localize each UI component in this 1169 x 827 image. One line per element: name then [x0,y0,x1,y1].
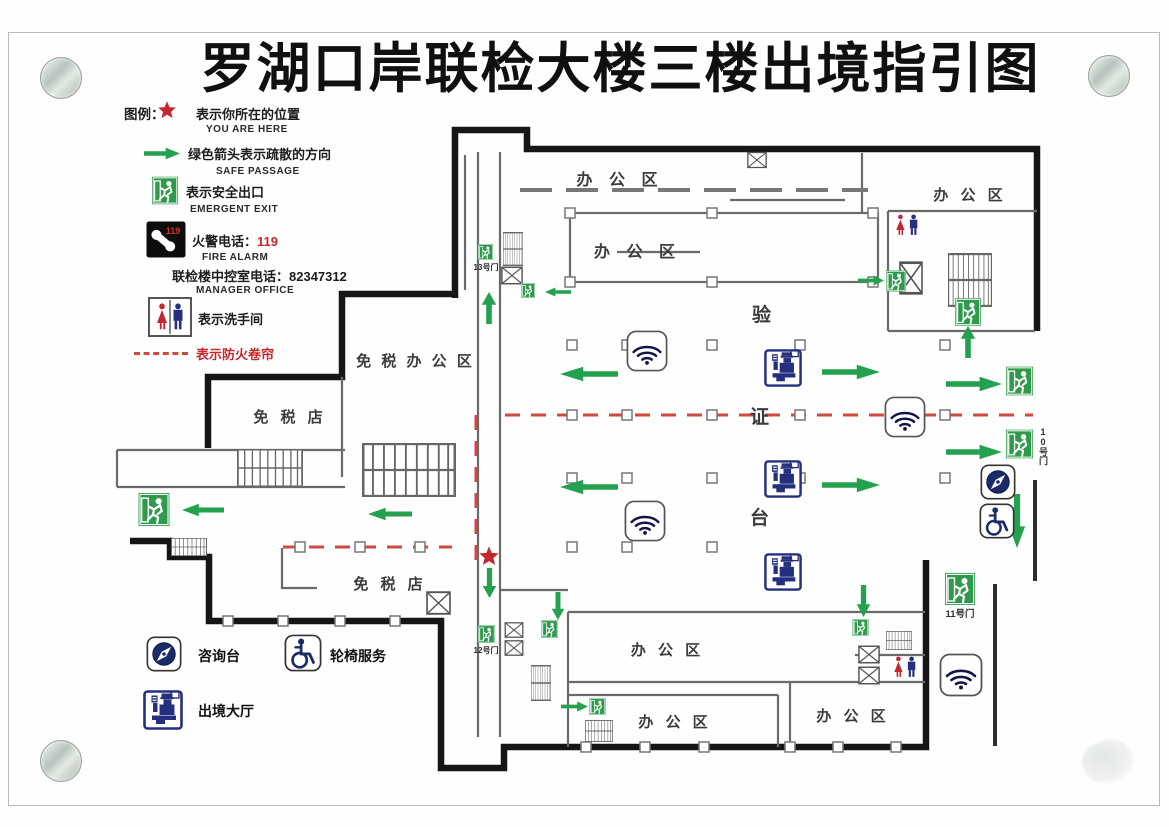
exit-sign-icon [541,620,558,638]
corner-screw-bottom-right [1082,740,1134,784]
elevator-icon [501,266,523,285]
stairs-icon [237,449,303,487]
evacuation-arrow-right-icon [561,701,588,712]
legend-sublabel-safe-passage: SAFE PASSAGE [216,166,300,177]
stairs-icon [503,232,523,266]
evacuation-arrow-up-icon [960,326,976,358]
evacuation-arrow-right-icon [822,364,880,380]
wifi-icon [939,653,983,697]
legend-label-fire-alarm: 火警电话：119 [192,234,278,249]
exit-sign-icon [852,619,869,636]
corner-screw-bottom-left [40,740,82,782]
evacuation-arrow-right-icon [822,477,880,493]
evacuation-arrow-right-icon [946,376,1002,392]
restroom-icon [148,297,192,337]
exit-sign-icon [138,493,170,526]
exit-sign-icon [521,282,535,299]
corner-screw-top-right [1088,55,1130,97]
departure-hall-icon [764,349,802,387]
evacuation-arrow-left-icon [560,366,618,382]
room-label-duty-free-shop-2: 免 税 店 [353,576,427,593]
corner-screw-top-left [40,57,82,99]
exit-sign-icon [1006,366,1033,396]
evacuation-arrow-right-icon [946,444,1002,460]
restroom-icon [891,656,919,678]
legend-sublabel-manager-office: MANAGER OFFICE [196,285,295,296]
legend-label-manager-office: 联检楼中控室电话：82347312 [172,269,347,284]
exit-sign-icon [478,625,495,643]
wifi-icon [884,396,926,438]
evacuation-arrow-left-icon [368,507,412,521]
exit-sign-icon [955,298,981,326]
evacuation-arrow-left-icon [560,479,618,495]
escalator-icon [362,443,456,497]
restroom-icon [893,214,921,236]
elevator-icon [426,591,451,615]
information-desk-icon [980,464,1016,500]
evacuation-arrow-down-icon [482,568,497,598]
legend-label-you-are-here: 表示你所在的位置 [196,107,301,122]
legend-label-safe-passage: 绿色箭头表示疏散的方向 [188,147,332,162]
gate-13-label: 13号门 [473,263,499,272]
elevator-icon [858,666,880,685]
wifi-icon [626,330,668,372]
evacuation-arrow-up-icon [481,292,497,324]
legend-label-emergency-exit: 表示安全出口 [186,185,265,200]
fire-curtain-dash-icon [134,352,188,355]
room-label-duty-free-shop-1: 免 税 店 [253,409,327,426]
legend-sublabel-fire-alarm: FIRE ALARM [202,252,269,263]
stairs-icon [886,631,912,650]
wifi-icon [624,500,666,542]
stairs-icon [531,665,551,701]
legend-label-wheelchair-service: 轮椅服务 [330,648,386,664]
fire-alarm-number: 119 [166,226,181,236]
legend-label-information-desk: 咨询台 [198,648,240,664]
wheelchair-service-icon [979,502,1015,540]
evacuation-arrow-right-icon [858,275,884,286]
gate-10-label: 10号门 [1038,427,1048,465]
you-are-here-star-icon [478,545,500,567]
room-label-office-bottom-right: 办 公 区 [816,708,890,725]
departure-hall-icon [764,553,802,591]
room-label-duty-free-office: 免 税 办 公 区 [356,353,475,370]
room-label-office-mid: 办 公 区 [594,244,681,261]
board-border [8,32,1160,806]
exit-sign-icon [478,243,493,261]
evacuation-arrow-down-icon [856,585,871,617]
elevator-icon [504,640,524,656]
exit-sign-icon [945,573,975,605]
room-label-office-bottom-1: 办 公 区 [630,642,705,659]
room-label-office-top-right: 办 公 区 [933,187,1007,204]
evacuation-arrow-down-icon [551,592,565,620]
evacuation-arrow-left-icon [545,287,571,297]
stairs-icon [171,538,207,556]
legend-label-fire-curtain: 表示防火卷帘 [196,347,275,362]
elevator-icon [858,645,880,664]
room-label-office-bottom-2: 办 公 区 [638,714,712,731]
exit-sign-icon [886,270,906,292]
legend-sublabel-you-are-here: YOU ARE HERE [206,124,288,135]
legend-label-departure-hall: 出境大厅 [198,703,254,719]
legend-sublabel-emergency-exit: EMERGENT EXIT [190,204,279,215]
evacuation-arrow-left-icon [182,503,224,517]
counter-label-char-3: 台 [750,508,770,529]
elevator-icon [747,151,767,169]
departure-hall-icon [764,460,802,498]
counter-label-char-1: 验 [752,305,772,326]
legend-heading: 图例： [124,107,165,122]
elevator-icon [504,622,524,638]
exit-sign-icon [1006,429,1033,459]
page-title: 罗湖口岸联检大楼三楼出境指引图 [200,39,1041,99]
room-label-office-top: 办 公 区 [576,172,664,189]
fire-alarm-phone-icon: 119 [146,221,186,258]
gate-11-label: 11号门 [945,609,975,620]
counter-label-char-2: 证 [750,407,770,428]
gate-12-label: 12号门 [473,646,499,655]
legend-label-restroom: 表示洗手间 [198,312,264,327]
fire-phone-number: 119 [257,234,278,249]
